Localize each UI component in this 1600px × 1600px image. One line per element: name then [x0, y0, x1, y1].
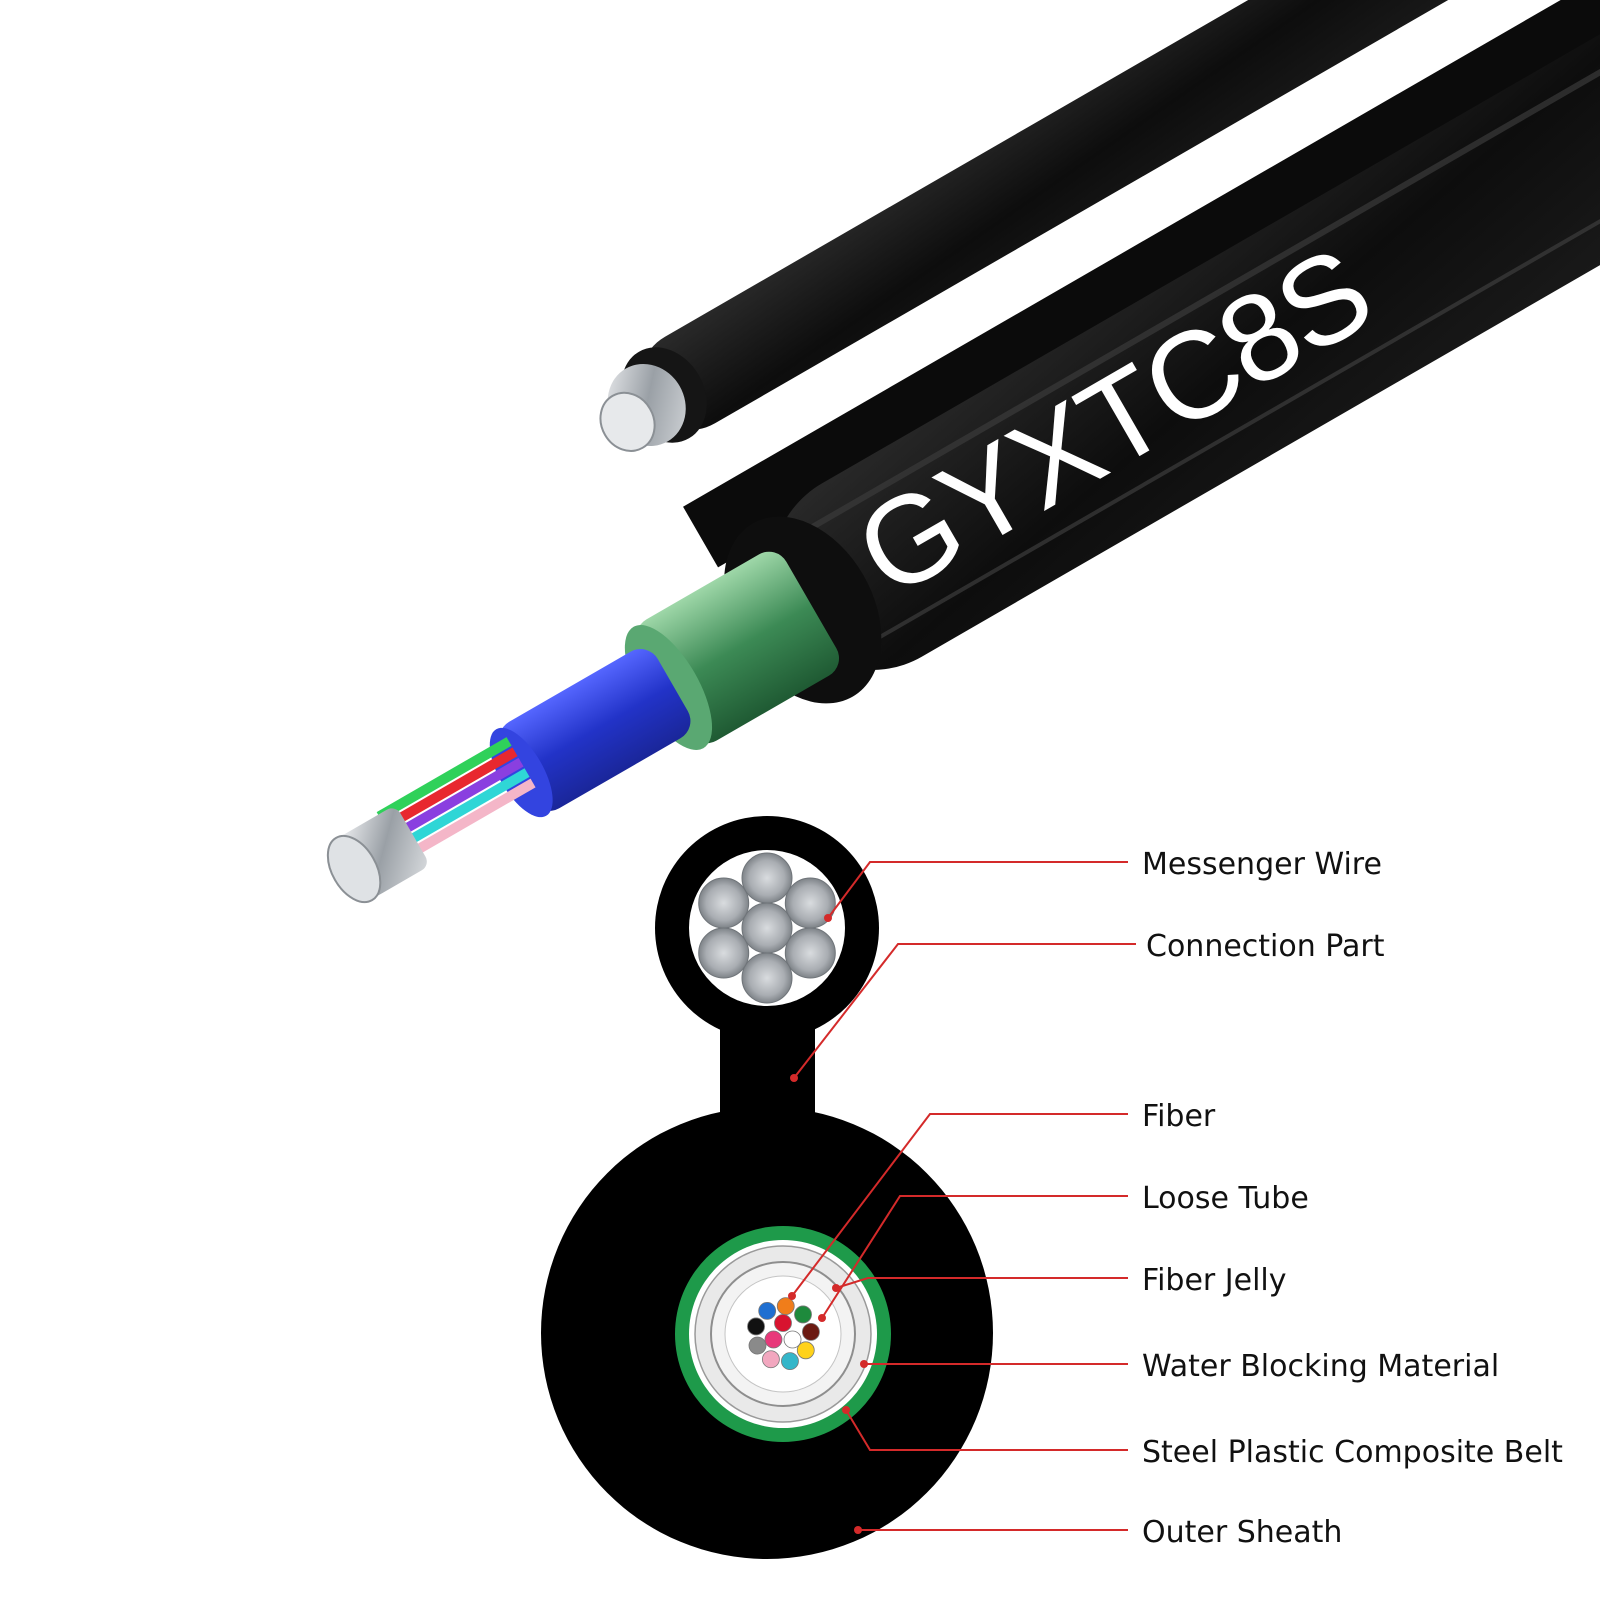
leader-loose-tube [821, 1195, 1128, 1319]
fiber-core [796, 1341, 815, 1360]
main-cable-3d [326, 9, 1600, 904]
fiber-core [764, 1330, 783, 1349]
messenger-strand [741, 852, 793, 904]
fiber-core [774, 1314, 792, 1332]
messenger-strand [784, 877, 836, 929]
label-connection-part: Connection Part [1146, 929, 1385, 964]
fiber-core [802, 1322, 820, 1341]
fiber-core [747, 1317, 765, 1336]
label-fiber: Fiber [1142, 1099, 1216, 1134]
label-water-blocking-material: Water Blocking Material [1142, 1349, 1499, 1384]
leader-steel-belt [845, 1409, 1128, 1451]
messenger-strand [698, 927, 750, 979]
leader-dots [788, 914, 868, 1534]
component-labels: Messenger Wire Connection Part Fiber Loo… [1142, 847, 1563, 1550]
messenger-strand [741, 952, 793, 1004]
fiber-core [794, 1305, 812, 1324]
fiber-bundle [747, 1297, 820, 1371]
leader-messenger-wire [827, 861, 1128, 919]
label-outer-sheath: Outer Sheath [1142, 1515, 1342, 1550]
messenger-strand [698, 877, 750, 929]
leader-fiber-jelly [835, 1277, 1128, 1289]
cable-3d-illustration: GYXTC8S [326, 0, 1600, 904]
fiber-core [776, 1297, 795, 1316]
fiber-jelly-section [724, 1275, 842, 1393]
messenger-wire-3d [599, 0, 1600, 452]
leader-fiber [791, 1113, 1128, 1297]
label-fiber-jelly: Fiber Jelly [1142, 1263, 1287, 1298]
messenger-strand [784, 927, 836, 979]
label-loose-tube: Loose Tube [1142, 1181, 1309, 1216]
messenger-strands [698, 852, 836, 1004]
leader-connection-part [793, 943, 1136, 1079]
fiber-core [758, 1301, 777, 1320]
fiber-core [781, 1352, 799, 1371]
fiber-core [761, 1350, 780, 1369]
label-messenger-wire: Messenger Wire [1142, 847, 1382, 882]
label-steel-plastic-composite-belt: Steel Plastic Composite Belt [1142, 1435, 1563, 1470]
fiber-core [748, 1336, 767, 1355]
connection-web-3d [683, 0, 1600, 568]
fiber-core [783, 1330, 802, 1349]
cross-section [541, 816, 993, 1559]
messenger-strand [741, 902, 793, 954]
leader-lines [791, 861, 1136, 1531]
